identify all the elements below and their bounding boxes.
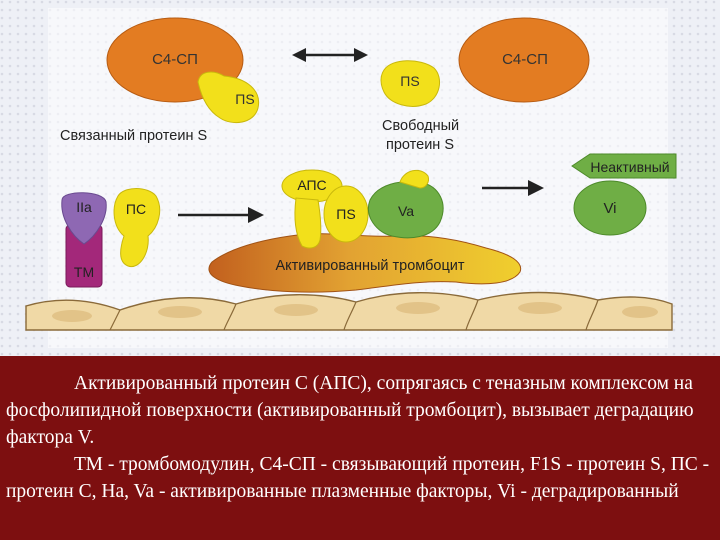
c4sp-right-label: C4-СП [502, 51, 548, 68]
ps-left-blob [197, 71, 260, 124]
caption-paragraph-2: ТМ - тромбомодулин, С4-СП - связывающий … [6, 454, 710, 502]
arrow-to-vi [482, 180, 544, 196]
pc-label: ПС [126, 201, 146, 217]
thrombomodulin-complex: TM IIa ПС [61, 188, 161, 288]
activated-platelet-label: Активированный тромбоцит [275, 258, 464, 274]
free-protein-s-complex: C4-СП ПS Свободный протеин S [380, 17, 590, 153]
iia-blob [61, 192, 107, 245]
aps-label: АПС [297, 177, 326, 193]
free-protein-s-label-1: Свободный [382, 118, 459, 134]
caption-box: Активированный протеин С (АПС), сопрягая… [0, 356, 720, 540]
inactive-vi: Неактивный Vi [571, 153, 677, 236]
c4sp-right-blob [458, 17, 590, 103]
tm-label: TM [74, 264, 94, 280]
arrow-to-platelet [178, 207, 264, 223]
ps-center-blob [323, 185, 369, 243]
ps-left-label: ПS [235, 91, 254, 107]
inactive-label: Неактивный [590, 159, 669, 175]
va-cap [399, 169, 429, 189]
ps-right-blob [380, 60, 441, 107]
aps-stem [294, 197, 322, 249]
free-protein-s-label-2: протеин S [386, 137, 454, 153]
inactive-tag [571, 153, 677, 179]
bound-protein-s-label: Связанный протеин S [60, 128, 207, 144]
va-label: Va [398, 203, 414, 219]
ps-right-label: ПS [400, 73, 419, 89]
pc-blob [113, 188, 161, 268]
double-arrow [292, 48, 368, 62]
vi-blob [573, 180, 647, 236]
caption-paragraph-1: Активированный протеин С (АПС), сопрягая… [6, 373, 694, 448]
protein-c-pathway-diagram: C4-СП ПS Связанный протеин S C4-СП ПS Св… [0, 0, 720, 356]
bound-protein-s-complex: C4-СП ПS Связанный протеин S [60, 17, 260, 144]
c4sp-left-label: C4-СП [152, 51, 198, 68]
endothelial-cells [25, 291, 673, 331]
iia-label: IIa [76, 199, 92, 215]
vi-label: Vi [603, 200, 616, 217]
activated-platelet-complex: Активированный тромбоцит АПС ПS Va [208, 169, 522, 293]
ps-center-label: ПS [336, 206, 355, 222]
